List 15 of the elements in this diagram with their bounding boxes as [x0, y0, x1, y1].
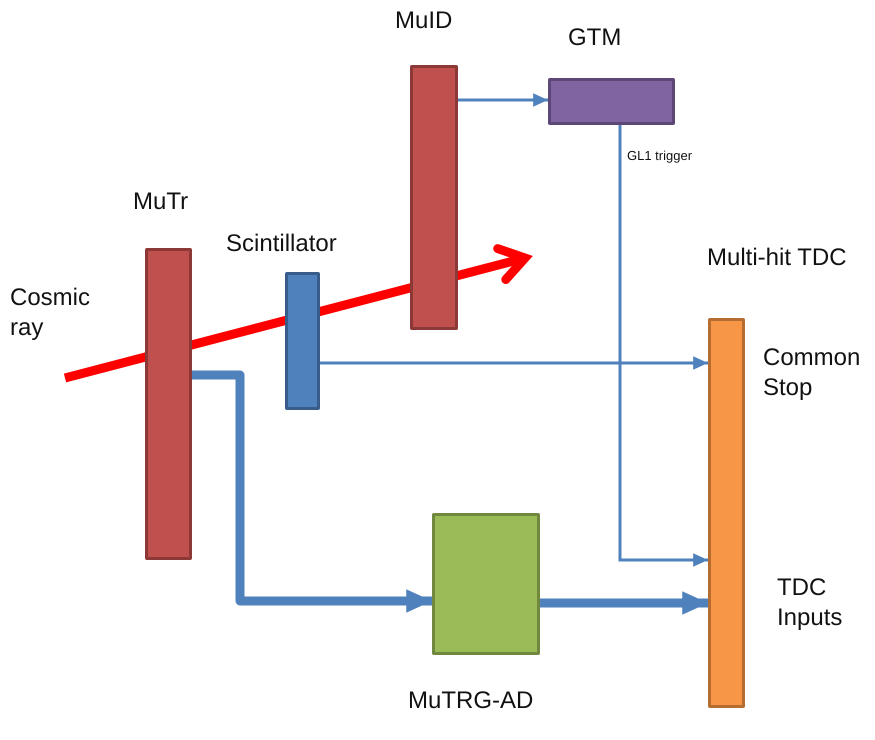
node-heading: MuTRG-AD: [408, 686, 534, 716]
edge-label: GL1 trigger: [625, 148, 694, 163]
node-heading: MuTr: [133, 187, 188, 217]
signal-arrow: [618, 125, 708, 567]
signal-arrow: [320, 356, 708, 370]
port-label: TDC Inputs: [777, 573, 844, 633]
signal-arrow: [540, 591, 708, 615]
node-heading: Multi-hit TDC: [707, 243, 848, 273]
node-label: Cosmic ray: [10, 283, 92, 343]
node-heading: GTM: [568, 23, 622, 53]
port-label: Common Stop: [763, 343, 862, 403]
signal-arrow: [458, 93, 548, 107]
node-heading: MuID: [395, 6, 452, 36]
node-heading: Scintillator: [226, 229, 337, 259]
signal-arrow: [192, 370, 432, 613]
